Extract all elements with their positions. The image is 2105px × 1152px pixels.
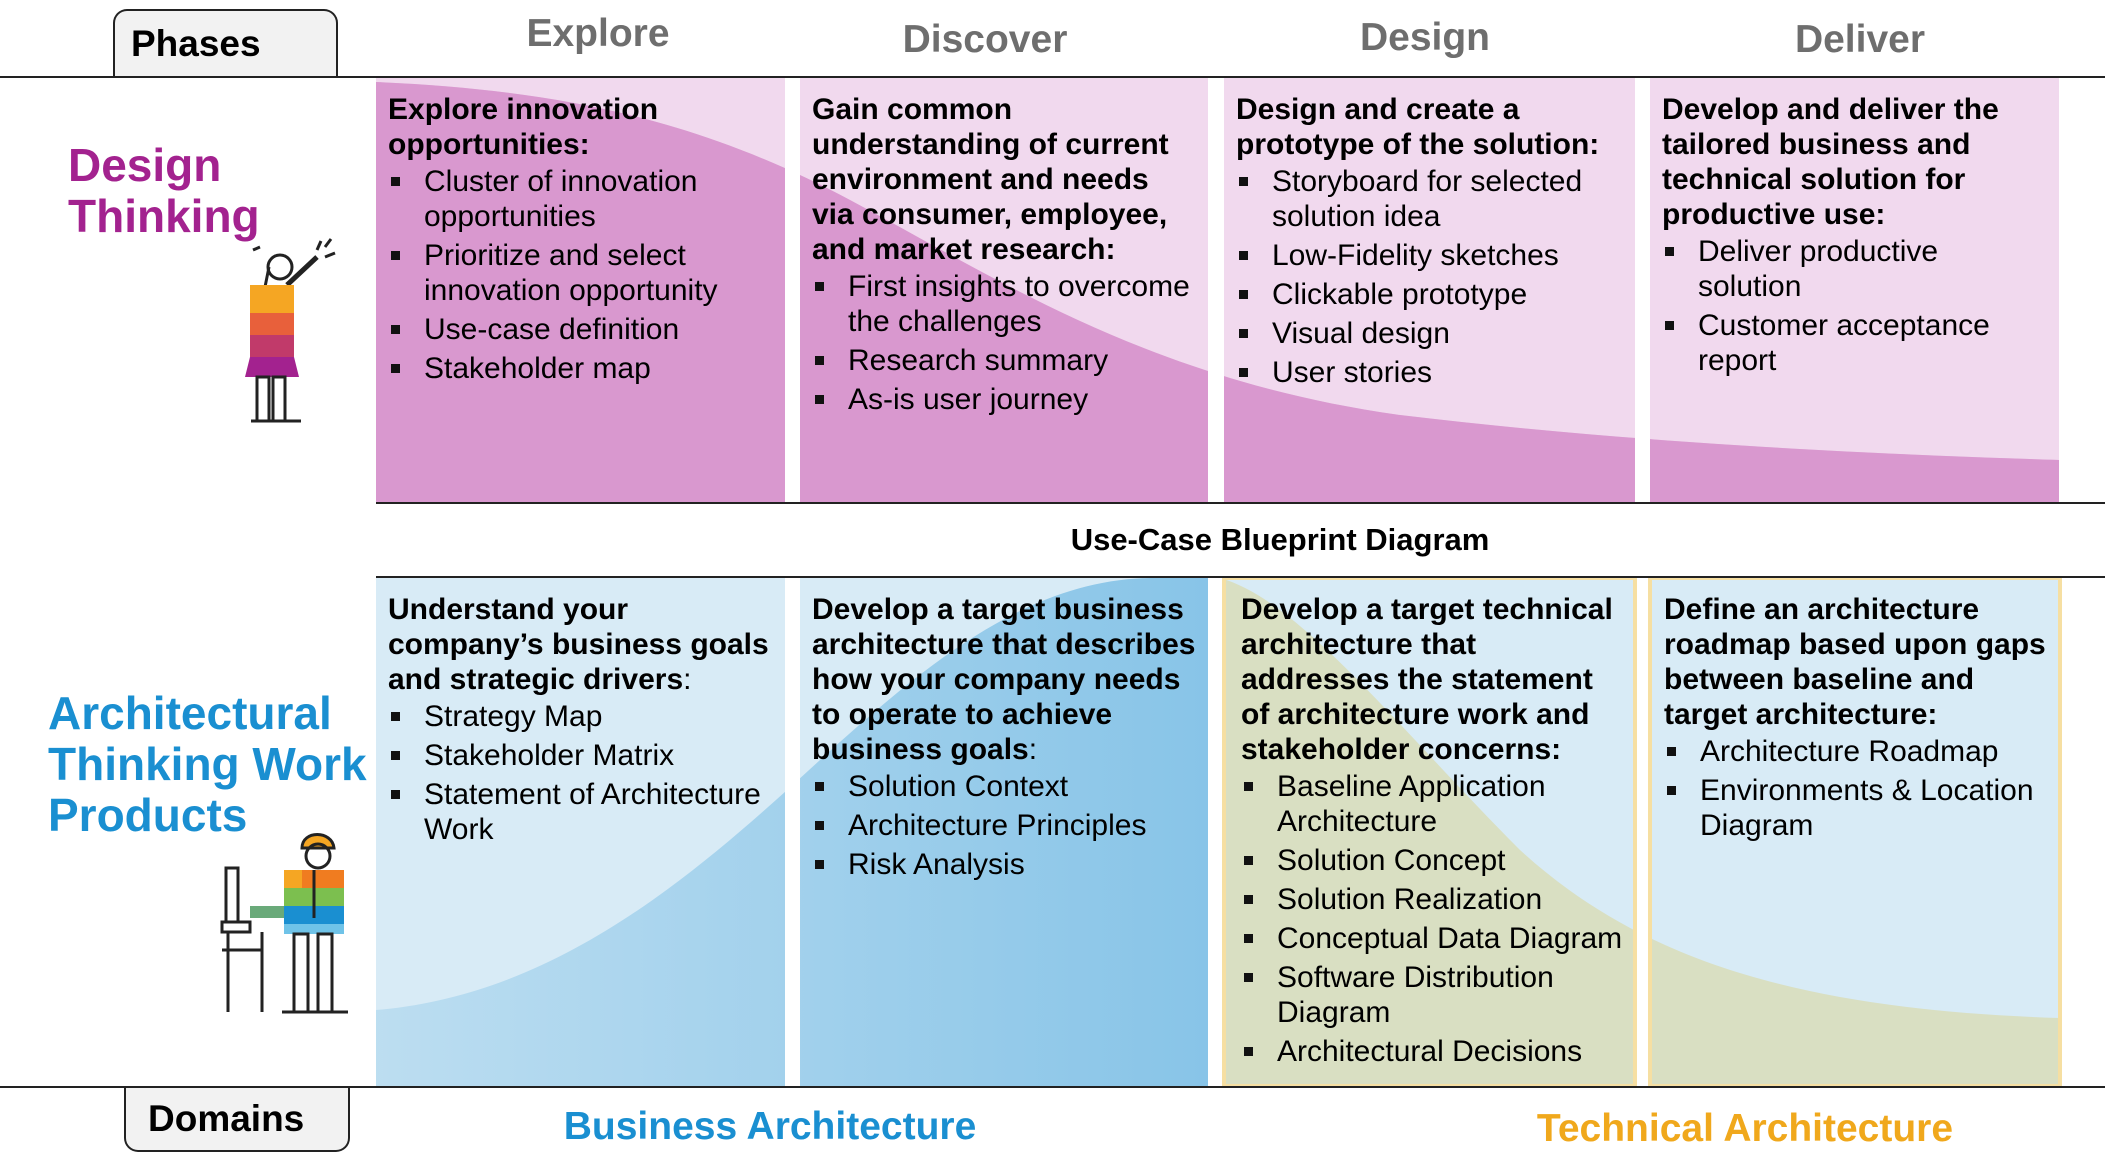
design-thinking-title-line1: Design bbox=[68, 139, 222, 191]
list-item: First insights to overcome the challenge… bbox=[812, 269, 1196, 339]
list-item: Baseline Application Architecture bbox=[1241, 769, 1623, 839]
design-thinking-cell-design: Design and create a prototype of the sol… bbox=[1224, 82, 1635, 394]
architectural-thinking-title: Architectural Thinking Work Products bbox=[48, 688, 367, 841]
architecture-cell-explore: Understand your company’s business goals… bbox=[376, 582, 785, 851]
architect-at-computer-figure-icon bbox=[220, 833, 348, 1014]
list-item: Stakeholder Matrix bbox=[388, 738, 773, 773]
domain-technical-architecture: Technical Architecture bbox=[1536, 1107, 1954, 1150]
list-item: Architectural Decisions bbox=[1241, 1034, 1623, 1069]
phase-deliver: Deliver bbox=[1794, 18, 1926, 61]
domains-tab: Domains bbox=[124, 1088, 350, 1152]
list-item: Clickable prototype bbox=[1236, 277, 1623, 312]
architectural-title-line1: Architectural bbox=[48, 687, 332, 739]
use-case-blueprint-label: Use-Case Blueprint Diagram bbox=[1070, 522, 1490, 557]
list-item: As-is user journey bbox=[812, 382, 1196, 417]
list-item: Customer acceptance report bbox=[1662, 308, 2047, 378]
list-item: Risk Analysis bbox=[812, 847, 1196, 882]
list-item: Visual design bbox=[1236, 316, 1623, 351]
cell-heading: Gain common understanding of current env… bbox=[812, 93, 1169, 266]
list-item: Solution Realization bbox=[1241, 882, 1623, 917]
list-item: Deliver productive solution bbox=[1662, 234, 2047, 304]
phases-tab-label: Phases bbox=[131, 23, 261, 64]
list-item: Conceptual Data Diagram bbox=[1241, 921, 1623, 956]
design-thinking-cell-deliver: Develop and deliver the tailored busines… bbox=[1650, 82, 2059, 382]
domain-business-architecture: Business Architecture bbox=[563, 1105, 977, 1148]
list-item: Solution Concept bbox=[1241, 843, 1623, 878]
list-item: Architecture Roadmap bbox=[1664, 734, 2048, 769]
architecture-cell-deliver: Define an architecture roadmap based upo… bbox=[1652, 582, 2060, 847]
design-thinker-figure-icon bbox=[245, 238, 336, 423]
list-item: Environments & Location Diagram bbox=[1664, 773, 2048, 843]
cell-heading: Explore innovation opportunities: bbox=[388, 93, 659, 161]
list-item: Cluster of innovation opportunities bbox=[388, 164, 773, 234]
list-item: Statement of Architecture Work bbox=[388, 777, 773, 847]
domains-tab-label: Domains bbox=[148, 1098, 305, 1139]
middle-rule-bottom bbox=[376, 576, 2105, 578]
design-thinking-title: Design Thinking bbox=[68, 140, 260, 242]
list-item: Solution Context bbox=[812, 769, 1196, 804]
list-item: Low-Fidelity sketches bbox=[1236, 238, 1623, 273]
design-thinking-cell-discover: Gain common understanding of current env… bbox=[800, 82, 1208, 421]
cell-heading: Understand your company’s business goals… bbox=[388, 593, 769, 696]
header-rule bbox=[0, 76, 2105, 78]
footer-rule bbox=[0, 1086, 2105, 1088]
design-thinking-cell-explore: Explore innovation opportunities: Cluste… bbox=[376, 82, 785, 390]
phase-discover: Discover bbox=[902, 18, 1068, 61]
cell-heading: Define an architecture roadmap based upo… bbox=[1664, 593, 2046, 731]
middle-rule-top bbox=[376, 502, 2105, 504]
list-item: Architecture Principles bbox=[812, 808, 1196, 843]
phases-tab: Phases bbox=[113, 9, 338, 77]
cell-heading: Develop a target technical architecture … bbox=[1241, 593, 1613, 766]
architecture-cell-discover: Develop a target business architecture t… bbox=[800, 582, 1208, 886]
list-item: User stories bbox=[1236, 355, 1623, 390]
cell-heading: Design and create a prototype of the sol… bbox=[1236, 93, 1600, 161]
list-item: Use-case definition bbox=[388, 312, 773, 347]
architectural-title-line2: Thinking Work bbox=[48, 738, 367, 790]
design-thinking-title-line2: Thinking bbox=[68, 190, 260, 242]
list-item: Storyboard for selected solution idea bbox=[1236, 164, 1623, 234]
list-item: Software Distribution Diagram bbox=[1241, 960, 1623, 1030]
list-item: Research summary bbox=[812, 343, 1196, 378]
cell-heading: Develop a target business architecture t… bbox=[812, 593, 1196, 766]
architectural-title-line3: Products bbox=[48, 789, 248, 841]
phase-design: Design bbox=[1359, 16, 1491, 59]
list-item: Prioritize and select innovation opportu… bbox=[388, 238, 773, 308]
list-item: Strategy Map bbox=[388, 699, 773, 734]
cell-heading: Develop and deliver the tailored busines… bbox=[1662, 93, 1999, 231]
architecture-cell-design: Develop a target technical architecture … bbox=[1229, 582, 1635, 1073]
list-item: Stakeholder map bbox=[388, 351, 773, 386]
phase-explore: Explore bbox=[526, 12, 670, 55]
